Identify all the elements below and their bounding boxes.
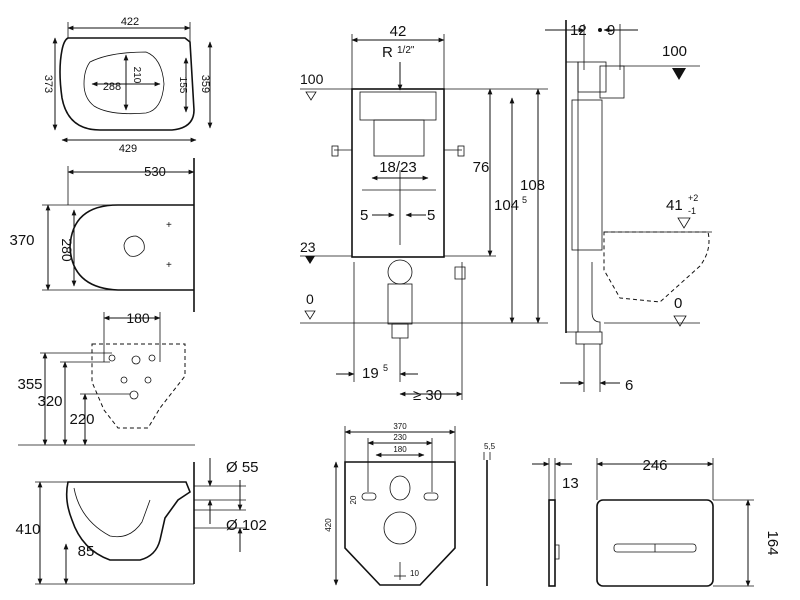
frame-width: 42: [390, 23, 407, 40]
side-9: 9: [607, 22, 615, 39]
diameter-55: Ø 55: [226, 459, 259, 476]
button-thickness: 13: [562, 475, 579, 492]
side-tol-plus: +2: [688, 193, 698, 203]
button-plate: [596, 499, 714, 587]
plate-thickness: 5,5: [484, 442, 496, 451]
seat-side-offset: 155: [177, 77, 188, 94]
side-level-zero: 0: [674, 295, 682, 312]
button-width: 246: [642, 457, 667, 474]
plate-420: 420: [324, 518, 333, 532]
side-height: 410: [15, 521, 40, 538]
side-tol-minus: -1: [688, 206, 696, 216]
bottom-19: 19: [362, 365, 379, 382]
diameter-102: Ø 102: [226, 517, 267, 534]
height-104-sup: 5: [522, 195, 527, 205]
back-h220: 220: [69, 411, 94, 428]
plate-20: 20: [349, 495, 358, 504]
seat-bottom-width: 429: [119, 143, 137, 155]
bowl-top-view: 530 370 280 + +: [9, 158, 195, 312]
button-height: 164: [764, 530, 781, 555]
plate-230: 230: [393, 433, 407, 442]
side-12: 12: [570, 22, 587, 39]
level-23: 23: [300, 239, 316, 255]
back-h355: 355: [17, 376, 42, 393]
offset-left-5: 5: [360, 207, 368, 224]
seat-height-left: 373: [42, 75, 54, 93]
bottom-30: ≥ 30: [413, 387, 442, 404]
height-104: 104: [494, 197, 519, 214]
plate-10: 10: [410, 569, 419, 578]
bowl-length: 530: [144, 164, 166, 179]
flush-button-view: 13 246 164: [532, 457, 781, 587]
seat-inner-opening: [83, 51, 165, 115]
hole-spacing: 180: [126, 310, 150, 326]
bowl-width: 370: [9, 232, 34, 249]
button-side: [548, 499, 556, 587]
seat-outer-width: 422: [121, 16, 139, 28]
seat-height-right: 359: [199, 75, 211, 93]
seat-inner-width: 288: [103, 81, 121, 93]
bottom-19-sup: 5: [383, 363, 388, 373]
plate-370: 370: [393, 422, 407, 431]
bowl-inner-width: 280: [59, 238, 75, 262]
frame-front-view: 42 R 1/2" 100 23 0 18/23 5 5 76 104 5 10…: [300, 23, 548, 404]
side-41: 41: [666, 197, 683, 214]
height-76: 76: [473, 159, 490, 176]
inlet-r: R: [382, 44, 393, 61]
spacing-18-23: 18/23: [379, 159, 417, 176]
fixing-cross-bottom: +: [166, 260, 172, 271]
seat-top-view: 422 429 373 359 288 210 155: [42, 16, 213, 155]
back-h320: 320: [37, 393, 62, 410]
sound-plate-view: 370 230 180 10 420 20 5,5: [324, 422, 496, 586]
bowl-side-outline: [65, 481, 191, 561]
side-6: 6: [625, 377, 633, 394]
bowl-side-view: 410 85 Ø 55 Ø 102: [15, 458, 267, 585]
bowl-back-view: 180 355 320 220: [17, 310, 195, 446]
height-108: 108: [520, 177, 545, 194]
bowl-outline: [69, 204, 194, 291]
level-100: 100: [300, 71, 324, 87]
level-zero: 0: [306, 291, 314, 307]
fixing-cross-top: +: [166, 220, 172, 231]
seat-inner-height: 210: [131, 67, 142, 84]
frame-side-view: 12 9 100 41 +2 -1 0 6: [545, 20, 712, 394]
seat-outline: [59, 37, 195, 131]
side-level-100: 100: [662, 43, 687, 60]
plate-180: 180: [393, 445, 407, 454]
offset-right-5: 5: [427, 207, 435, 224]
side-offset: 85: [78, 543, 95, 560]
inlet-fraction: 1/2": [397, 45, 415, 56]
